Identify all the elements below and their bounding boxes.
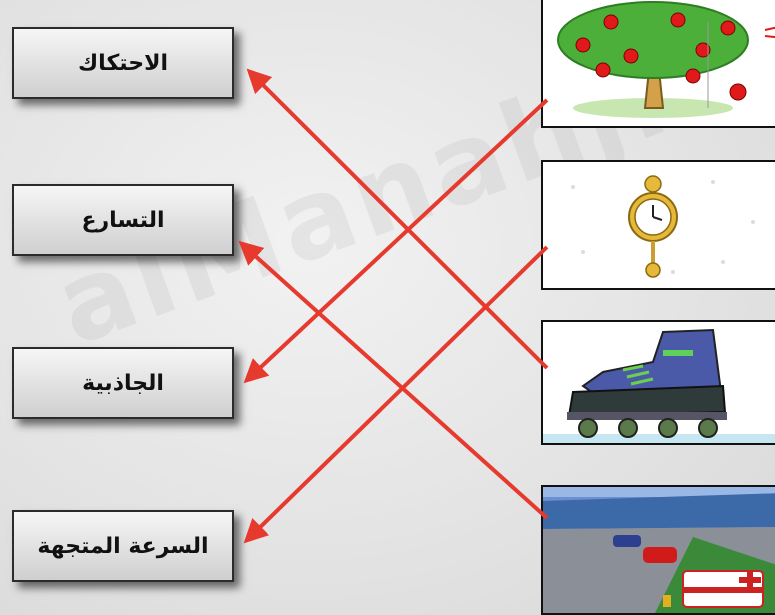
arrow-apple-tree-to-gravity [243,98,549,384]
race-track-picture [541,485,775,615]
pendulum-clock-picture [541,160,775,290]
label-friction: الاحتكاك [12,27,234,99]
label-gravity: الجاذبية [12,347,234,419]
apple-tree-icon [543,0,775,126]
label-velocity: السرعة المتجهة [12,510,234,582]
label-acceleration: التسارع [12,184,234,256]
pendulum-clock-icon [543,162,775,288]
race-cars-icon [543,487,775,613]
apple-tree-picture [541,0,775,128]
roller-skate-icon [543,322,775,443]
arrow-roller-skate-to-friction [246,68,549,370]
arrow-pendulum-clock-to-velocity [243,245,549,544]
arrow-race-track-to-acceleration [238,240,549,520]
roller-skate-picture [541,320,775,445]
